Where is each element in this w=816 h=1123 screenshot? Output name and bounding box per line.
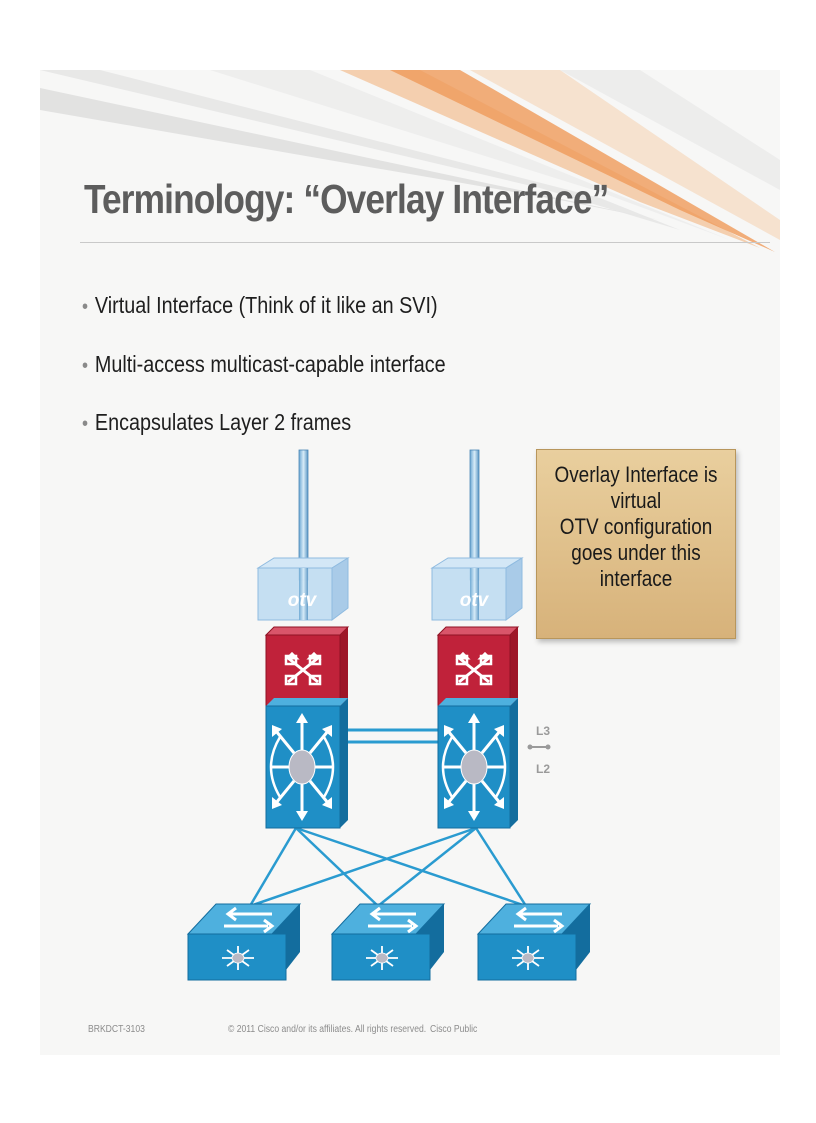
access-switch-2 xyxy=(330,903,446,981)
slide: Terminology: “Overlay Interface” •Virtua… xyxy=(40,70,780,1055)
bullet-dot-icon: • xyxy=(82,296,89,318)
access-links xyxy=(248,826,528,908)
nexus-core-switch-left xyxy=(265,698,348,829)
l3-l2-boundary-legend: L3 L2 xyxy=(527,724,551,776)
callout-line: OTV configuration xyxy=(559,514,713,539)
otv-interface-box-right: otv xyxy=(430,557,524,621)
bullet-text: Multi-access multicast-capable interface xyxy=(94,351,446,377)
callout-line: interface xyxy=(599,566,673,591)
multilayer-switch-icon xyxy=(269,711,335,823)
title-divider xyxy=(80,242,770,243)
legend-l2-label: L2 xyxy=(536,762,550,776)
overlay-interface-callout: Overlay Interface is virtual OTV configu… xyxy=(536,449,736,639)
header-swoosh-graphic xyxy=(40,70,780,252)
callout-line: Overlay Interface is xyxy=(554,462,718,487)
router-left xyxy=(264,626,350,707)
bullet-dot-icon: • xyxy=(82,413,89,435)
otv-topology-diagram: otv otv xyxy=(186,449,592,981)
callout-line: goes under this xyxy=(571,540,701,565)
bullet-item: •Encapsulates Layer 2 frames xyxy=(82,409,351,436)
slide-footer: BRKDCT-3103 © 2011 Cisco and/or its affi… xyxy=(40,1024,780,1044)
footer-session-id: BRKDCT-3103 xyxy=(88,1024,145,1035)
slide-title: Terminology: “Overlay Interface” xyxy=(84,176,609,222)
access-switch-1 xyxy=(186,903,302,981)
nexus-core-switch-right xyxy=(437,698,518,829)
bullet-text: Virtual Interface (Think of it like an S… xyxy=(94,292,438,318)
multilayer-switch-icon xyxy=(441,711,507,823)
inter-switch-links xyxy=(332,728,445,744)
otv-interface-box-left: otv xyxy=(256,557,350,621)
otv-label-left: otv xyxy=(288,590,318,611)
otv-label-right: otv xyxy=(460,590,490,611)
legend-l3-label: L3 xyxy=(536,724,550,738)
access-switch-3 xyxy=(476,903,592,981)
bullet-dot-icon: • xyxy=(82,355,89,377)
callout-line: virtual xyxy=(610,488,662,513)
bullet-item: •Multi-access multicast-capable interfac… xyxy=(82,351,446,378)
router-right xyxy=(436,626,520,707)
bullet-text: Encapsulates Layer 2 frames xyxy=(94,409,352,435)
footer-classification: Cisco Public xyxy=(430,1024,478,1035)
footer-copyright: © 2011 Cisco and/or its affiliates. All … xyxy=(228,1024,427,1035)
bullet-item: •Virtual Interface (Think of it like an … xyxy=(82,292,438,319)
